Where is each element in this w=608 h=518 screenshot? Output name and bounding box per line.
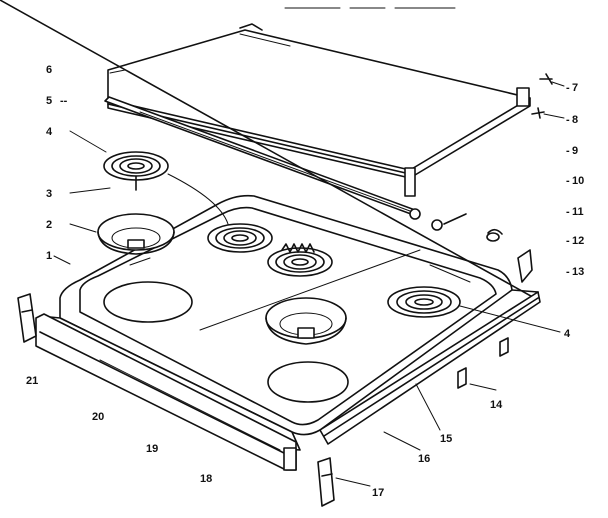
label-5: 5 xyxy=(46,95,52,107)
label-7: 7 xyxy=(572,82,578,94)
callout-labels: 6 5 -- 4 3 2 1 - 7 - 8 - 9 - 10 - 11 - 1… xyxy=(26,64,584,499)
label-16: 16 xyxy=(418,453,430,465)
label-12-dash: - xyxy=(566,235,570,247)
trim-strip xyxy=(104,96,421,220)
label-17: 17 xyxy=(372,487,384,499)
label-6: 6 xyxy=(46,64,52,76)
label-13-dash: - xyxy=(566,266,570,278)
leader-lines xyxy=(53,81,565,487)
label-20: 20 xyxy=(92,411,104,423)
label-1: 1 xyxy=(46,250,52,262)
coil-right xyxy=(387,286,461,318)
label-11-dash: - xyxy=(566,206,570,218)
label-13: 13 xyxy=(572,266,584,278)
drip-pans xyxy=(97,213,347,345)
label-15: 15 xyxy=(440,433,452,445)
label-10: 10 xyxy=(572,175,584,187)
label-9: 9 xyxy=(572,145,578,157)
burner-openings xyxy=(103,281,349,403)
label-18: 18 xyxy=(200,473,212,485)
label-8: 8 xyxy=(572,114,578,126)
label-3: 3 xyxy=(46,188,52,200)
label-11: 11 xyxy=(572,206,584,218)
label-10-dash: - xyxy=(566,175,570,187)
label-12: 12 xyxy=(572,235,584,247)
cover-panel xyxy=(107,23,531,197)
coil-center-rear xyxy=(207,223,273,253)
label-14: 14 xyxy=(490,399,503,411)
coil-upper-left xyxy=(103,151,169,191)
label-9-dash: - xyxy=(566,145,570,157)
hardware-screws xyxy=(431,73,553,389)
label-7-dash: - xyxy=(566,82,570,94)
label-19: 19 xyxy=(146,443,158,455)
label-21: 21 xyxy=(26,375,38,387)
side-brackets xyxy=(17,293,335,507)
coil-floating xyxy=(267,243,333,277)
label-8-dash: - xyxy=(566,114,570,126)
coil-elements xyxy=(103,151,461,318)
label-5-dash: -- xyxy=(60,95,68,107)
label-4-left: 4 xyxy=(46,126,53,138)
label-2: 2 xyxy=(46,219,52,231)
label-4-right: 4 xyxy=(564,328,571,340)
